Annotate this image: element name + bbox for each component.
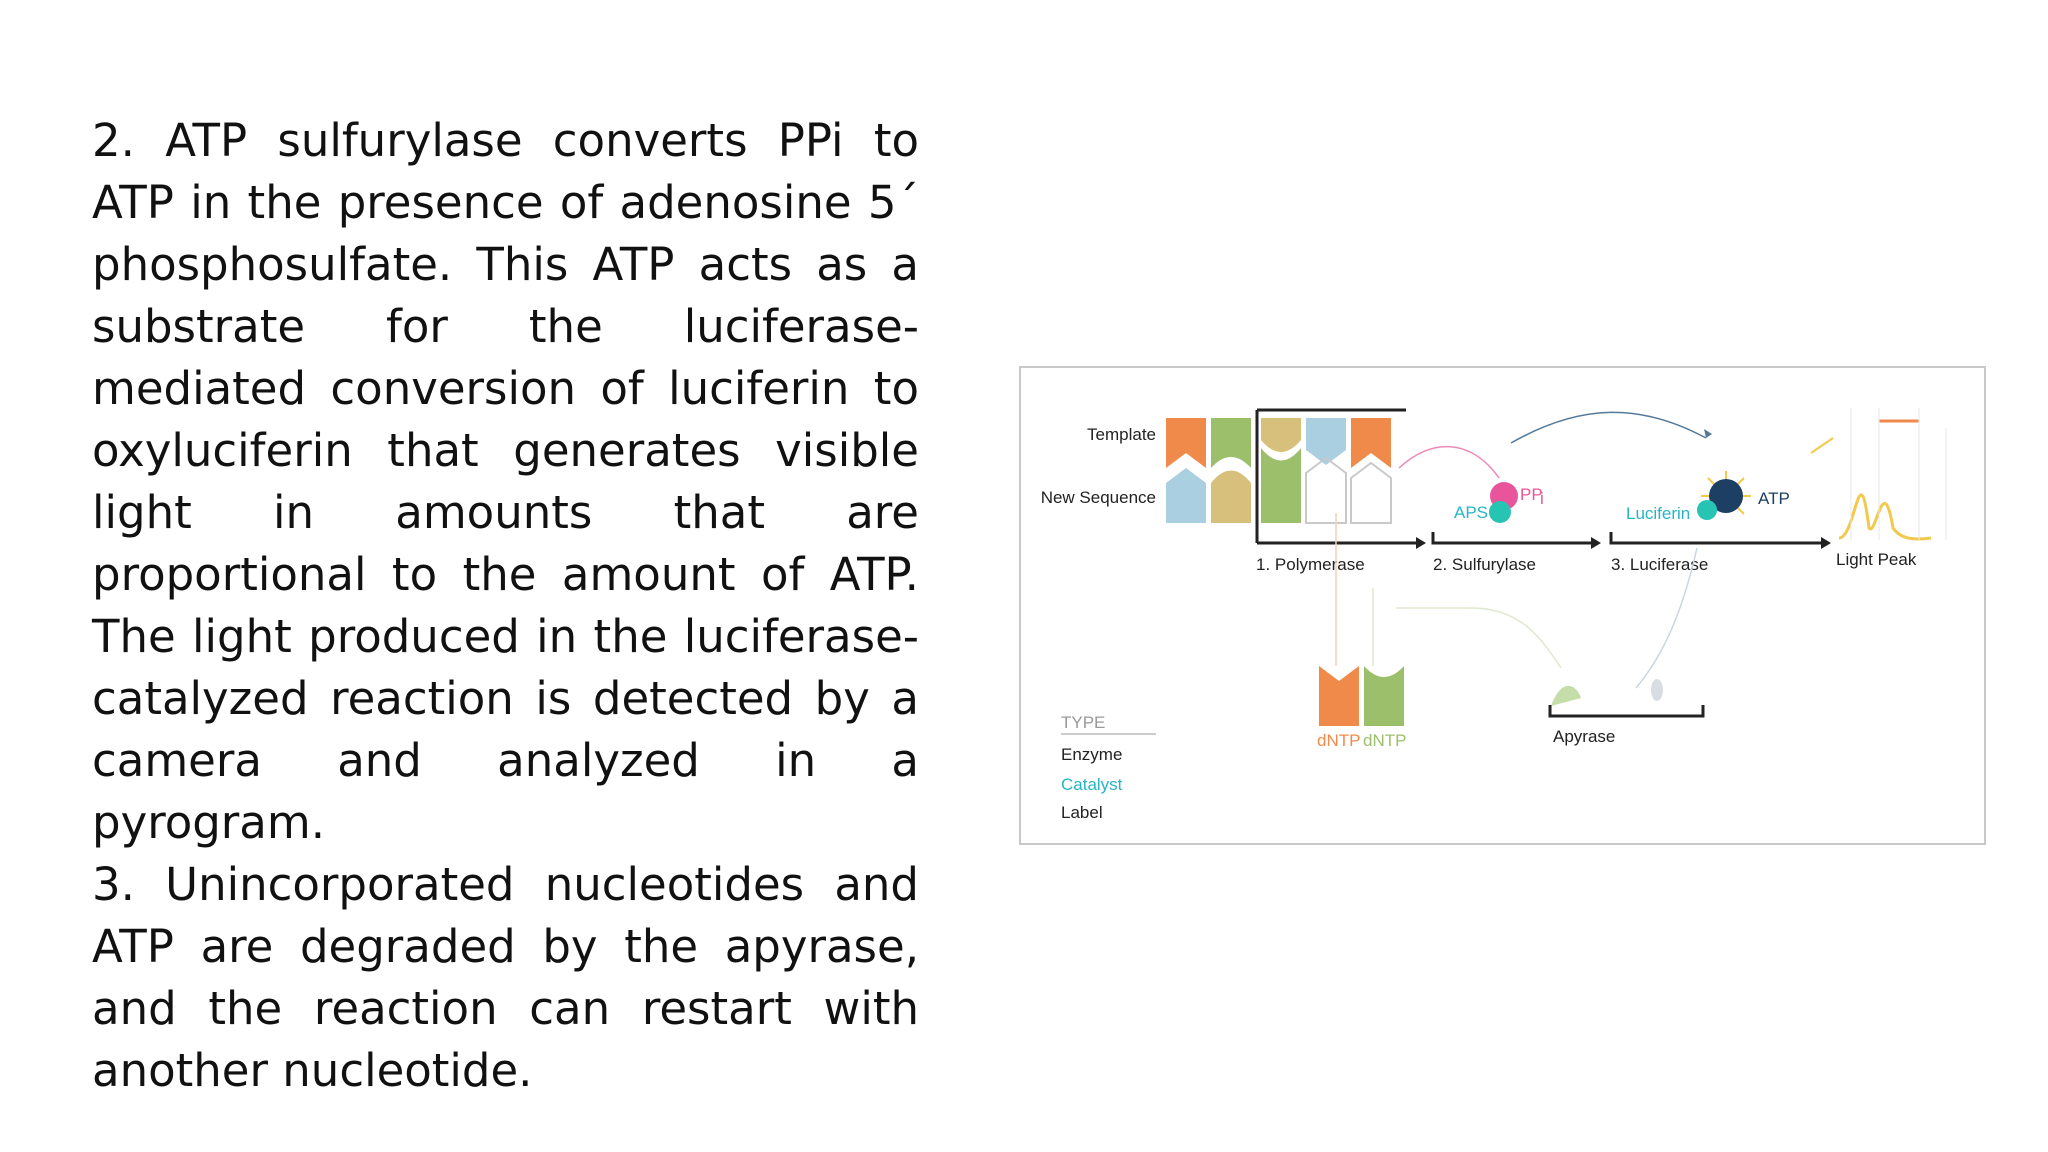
dntp-label-1: dNTP bbox=[1317, 731, 1360, 750]
apyrase-degraded-atp bbox=[1651, 679, 1663, 701]
light-peak-curve bbox=[1838, 493, 1932, 541]
step2-label: 2. Sulfurylase bbox=[1433, 555, 1536, 574]
new-sequence-strand bbox=[1166, 448, 1392, 524]
ppi-subscript: i bbox=[1540, 489, 1544, 508]
atp-transfer-arrowhead bbox=[1704, 429, 1712, 438]
arrowhead-3 bbox=[1821, 537, 1831, 549]
paragraph-step-3: 3. Unincorporated nucleotides and ATP ar… bbox=[92, 858, 919, 1097]
template-base-4 bbox=[1306, 418, 1346, 465]
paragraph-step-2: 2. ATP sulfurylase converts PPi to ATP i… bbox=[92, 114, 919, 849]
atp-transfer-arrow bbox=[1510, 411, 1707, 444]
step3-line bbox=[1609, 532, 1821, 545]
apyrase-degraded-dntp bbox=[1551, 685, 1581, 706]
legend-catalyst: Catalyst bbox=[1061, 775, 1123, 794]
dntp-green bbox=[1364, 666, 1404, 726]
template-label: Template bbox=[1087, 425, 1156, 444]
new-sequence-label: New Sequence bbox=[1041, 488, 1156, 507]
template-strand bbox=[1166, 418, 1391, 468]
apyrase-bracket bbox=[1548, 705, 1705, 718]
atp-label: ATP bbox=[1758, 489, 1790, 508]
dntp-orange bbox=[1319, 666, 1359, 726]
arrowhead-1 bbox=[1416, 537, 1426, 549]
arrowhead-2 bbox=[1591, 537, 1601, 549]
legend: TYPE Enzyme Catalyst Label bbox=[1061, 713, 1156, 822]
atp-to-apyrase-arrow bbox=[1635, 547, 1698, 689]
template-base-2 bbox=[1211, 418, 1251, 468]
polymerase-bracket bbox=[1255, 408, 1406, 543]
new-base-3 bbox=[1261, 448, 1301, 523]
atp-molecule bbox=[1709, 479, 1743, 513]
step3-label: 3. Luciferase bbox=[1611, 555, 1708, 574]
template-base-1 bbox=[1166, 418, 1206, 468]
peak-gridlines bbox=[1850, 408, 1947, 540]
dntp-to-apyrase-arrow bbox=[1396, 607, 1562, 669]
ppi-release-arrow bbox=[1398, 446, 1500, 479]
new-base-1 bbox=[1166, 468, 1206, 523]
new-base-5-empty bbox=[1350, 461, 1392, 524]
step-arrowheads bbox=[1416, 537, 1831, 549]
new-base-4-empty bbox=[1305, 456, 1347, 524]
aps-label: APS bbox=[1454, 503, 1488, 522]
light-emission-arrow bbox=[1810, 437, 1834, 454]
step-axis bbox=[1257, 532, 1821, 545]
legend-label: Label bbox=[1061, 803, 1103, 822]
step2-line bbox=[1431, 532, 1591, 545]
pyrosequencing-diagram: Template New Sequence bbox=[1019, 366, 1986, 845]
dntp-orange-notch bbox=[1319, 666, 1359, 681]
luciferase-enzyme bbox=[1697, 500, 1717, 520]
slide-text: 2. ATP sulfurylase converts PPi to ATP i… bbox=[92, 110, 919, 1102]
sulfurylase-enzyme bbox=[1489, 501, 1511, 523]
diagram-svg: Template New Sequence bbox=[1041, 408, 1947, 822]
ppi-label: PP bbox=[1520, 485, 1543, 504]
legend-enzyme: Enzyme bbox=[1061, 745, 1122, 764]
legend-title: TYPE bbox=[1061, 713, 1105, 732]
dntp-label-2: dNTP bbox=[1363, 731, 1406, 750]
apyrase-label: Apyrase bbox=[1553, 727, 1615, 746]
template-base-3 bbox=[1261, 418, 1301, 452]
dntp-green-notch bbox=[1364, 666, 1404, 677]
luciferin-label: Luciferin bbox=[1626, 504, 1690, 523]
template-base-5 bbox=[1351, 418, 1391, 468]
light-peak-label: Light Peak bbox=[1836, 550, 1917, 569]
step1-label: 1. Polymerase bbox=[1256, 555, 1365, 574]
new-base-2 bbox=[1211, 470, 1251, 523]
light-peak-graph bbox=[1838, 408, 1947, 541]
